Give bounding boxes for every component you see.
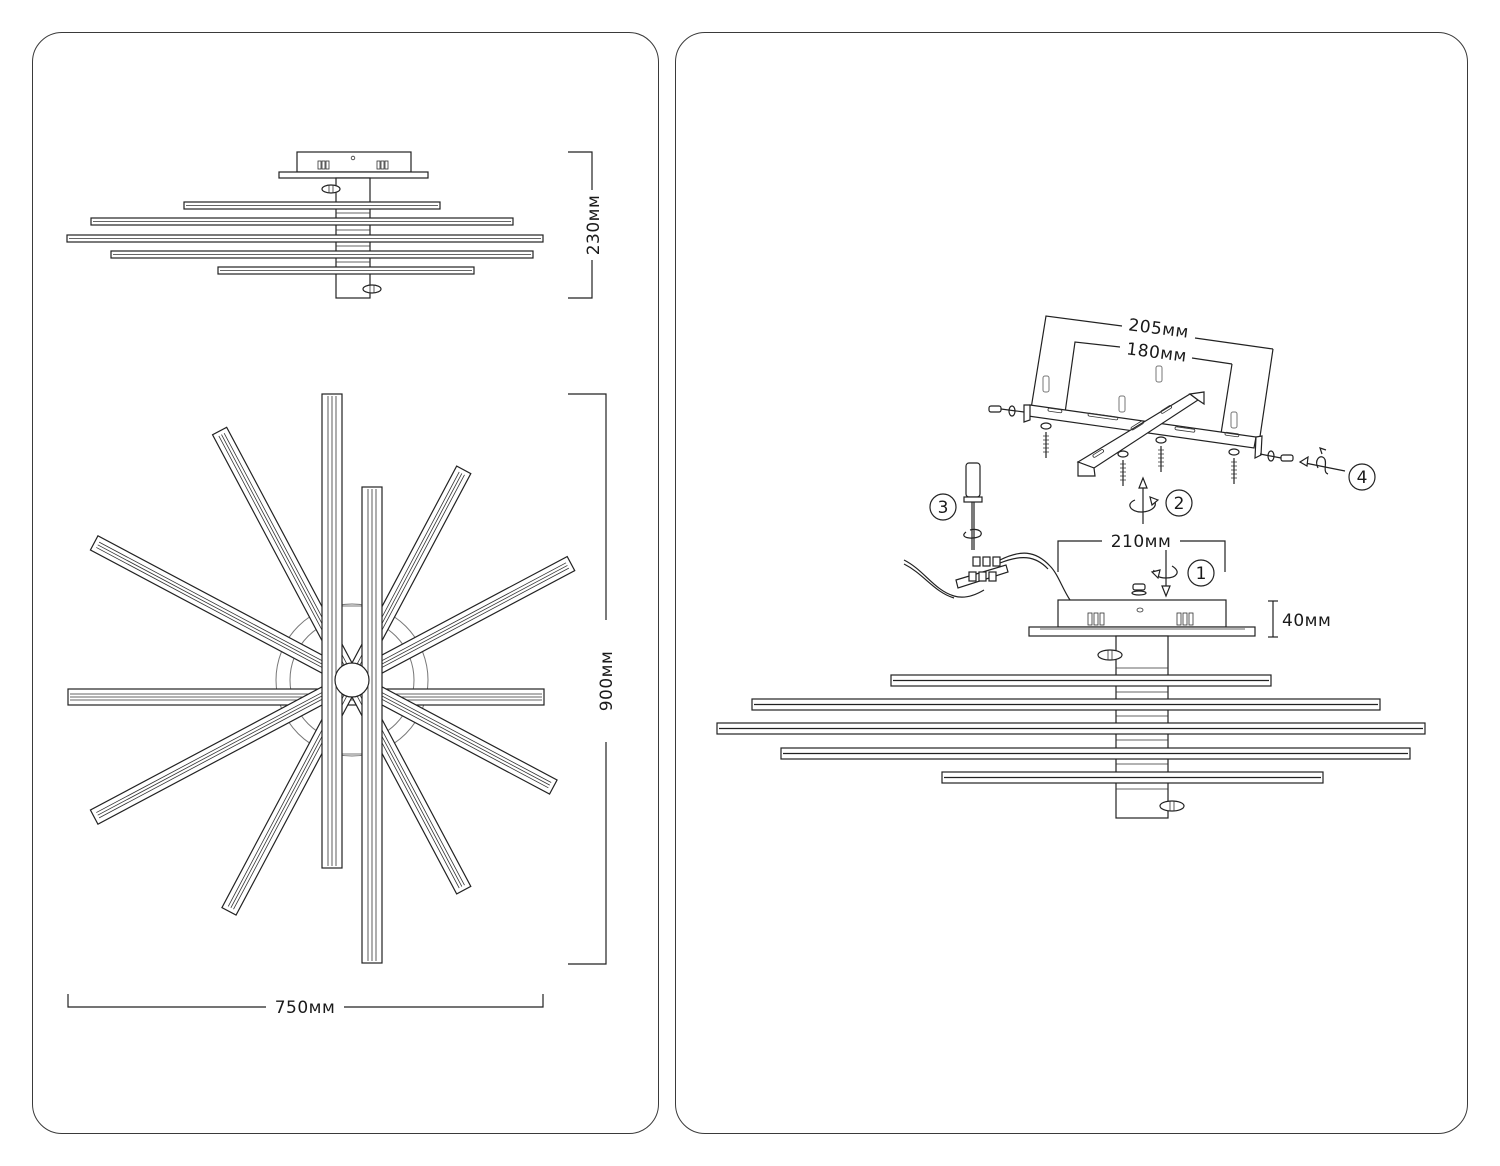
assembled-lamp-side-view xyxy=(716,599,1426,819)
svg-text:2: 2 xyxy=(1174,494,1185,514)
knob-icon xyxy=(1097,649,1123,661)
step-3-badge: 3 xyxy=(929,493,957,521)
step-4-badge: 4 xyxy=(1348,463,1376,491)
mounting-bracket: 205мм 180мм xyxy=(988,315,1294,486)
knob-icon xyxy=(1159,800,1185,812)
nut-and-washer xyxy=(1131,583,1147,596)
screwdriver-icon xyxy=(963,462,983,550)
step-1-badge: 1 xyxy=(1187,559,1215,587)
width-dimension-750: 750мм xyxy=(67,994,544,1018)
height-dimension-230: 230мм xyxy=(568,151,604,299)
terminal-block xyxy=(903,552,1071,601)
svg-text:1: 1 xyxy=(1196,564,1207,584)
bracket-width-205: 205мм xyxy=(1127,315,1190,342)
canopy-height-dimension-40: 40мм xyxy=(1268,600,1331,638)
side-view-drawing xyxy=(66,151,544,299)
height-label-900: 900мм xyxy=(597,651,617,712)
knob-icon xyxy=(362,284,382,294)
step-2-rotate-arrow xyxy=(1129,476,1160,524)
svg-text:4: 4 xyxy=(1357,468,1368,488)
canopy-height-label: 40мм xyxy=(1282,611,1331,631)
knob-icon xyxy=(321,184,341,194)
svg-text:3: 3 xyxy=(938,498,949,518)
height-dimension-900: 900мм xyxy=(568,393,617,965)
width-label-750: 750мм xyxy=(275,998,336,1018)
step-2-badge: 2 xyxy=(1165,489,1193,517)
step-4-rotate-arrow xyxy=(1298,447,1346,475)
canopy-width-dimension-210: 210мм xyxy=(1057,532,1226,572)
bracket-width-180: 180мм xyxy=(1125,339,1188,366)
height-label-230: 230мм xyxy=(584,195,604,256)
right-panel-installation xyxy=(675,32,1468,1134)
canopy-width-label: 210мм xyxy=(1111,532,1172,552)
step-1-rotate-arrow xyxy=(1150,550,1178,598)
center-hub xyxy=(334,662,370,698)
top-view-drawing xyxy=(67,393,576,964)
